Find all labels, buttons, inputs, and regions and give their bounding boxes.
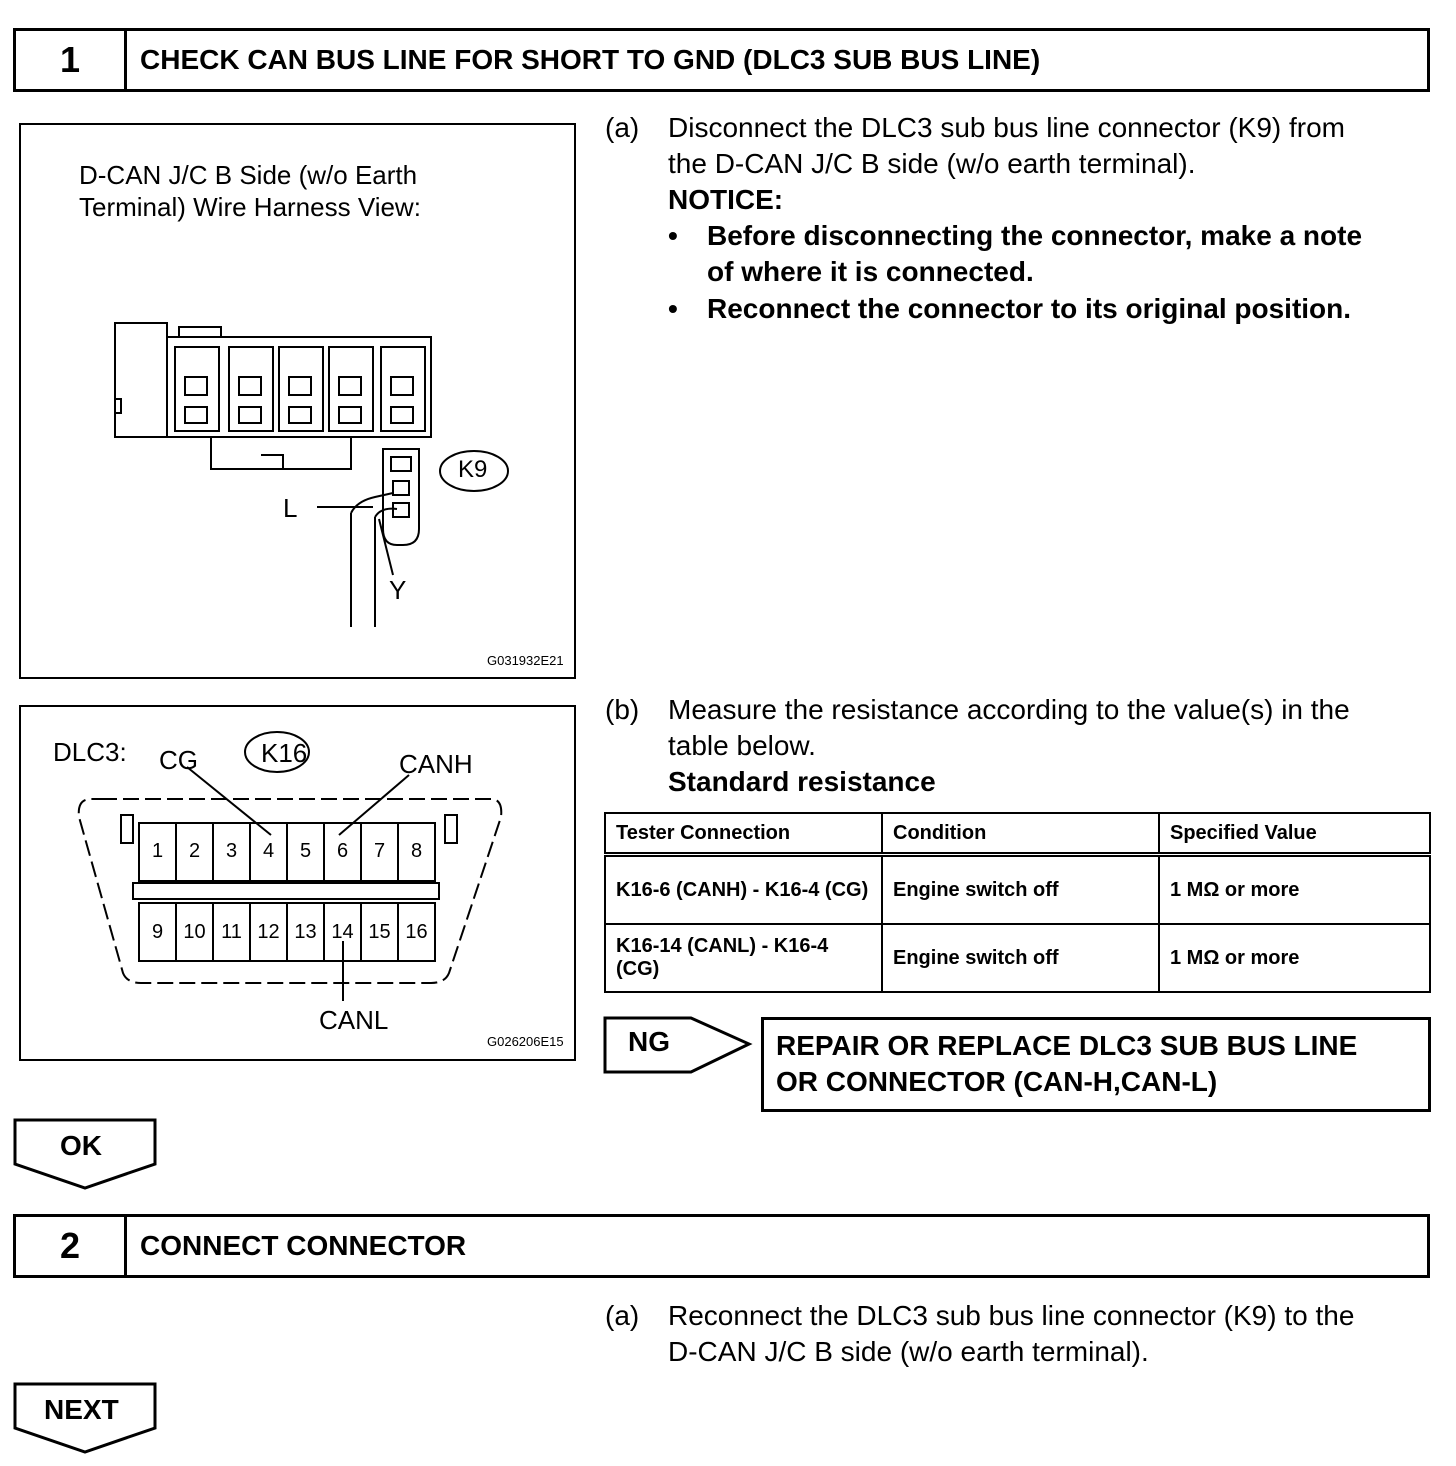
resistance-table: Tester Connection Condition Specified Va… — [604, 812, 1431, 993]
pin-9: 9 — [151, 921, 164, 943]
step-title: CONNECT CONNECTOR — [140, 1230, 467, 1261]
step2-a-line1: Reconnect the DLC3 sub bus line connecto… — [668, 1300, 1355, 1331]
pin-1: 1 — [151, 840, 164, 862]
pin-15: 15 — [368, 921, 391, 943]
wire-y-label: Y — [389, 575, 407, 605]
table-header-cell: Specified Value — [1158, 812, 1431, 857]
step-number: 1 — [16, 31, 127, 89]
step1-a-line2: the D-CAN J/C B side (w/o earth terminal… — [668, 148, 1196, 179]
ok-arrow-icon — [13, 1118, 157, 1190]
table-cell: K16-14 (CANL) - K16-4 (CG) — [604, 923, 883, 993]
pin-3: 3 — [225, 840, 238, 862]
ng-result-box: REPAIR OR REPLACE DLC3 SUB BUS LINE OR C… — [761, 1017, 1431, 1112]
table-cell: 1 MΩ or more — [1158, 923, 1431, 993]
step1-b-marker: (b) — [605, 694, 640, 725]
pin-7: 7 — [373, 840, 386, 862]
figure-code: G026206E15 — [487, 1034, 564, 1049]
canl-label: CANL — [319, 1005, 389, 1035]
jc-connector-drawing — [114, 322, 509, 627]
step2-a-marker: (a) — [605, 1300, 640, 1331]
pin-5: 5 — [299, 840, 312, 862]
k9-label: K9 — [458, 456, 488, 483]
notice-bullet2: Reconnect the connector to its original … — [707, 293, 1352, 324]
table-header-row: Tester Connection Condition Specified Va… — [604, 812, 1431, 857]
k16-label: K16 — [261, 738, 308, 768]
figure-code: G031932E21 — [487, 653, 564, 668]
wire-l-label: L — [283, 493, 298, 523]
pin-2: 2 — [188, 840, 201, 862]
table-row: K16-14 (CANL) - K16-4 (CG) Engine switch… — [604, 923, 1431, 993]
pin-10: 10 — [183, 921, 206, 943]
pin-13: 13 — [294, 921, 317, 943]
step-title: CHECK CAN BUS LINE FOR SHORT TO GND (DLC… — [140, 44, 1041, 75]
ng-label[interactable]: NG — [628, 1026, 670, 1057]
bullet-icon: • — [668, 293, 678, 324]
pin-11: 11 — [221, 921, 242, 943]
pin-12: 12 — [257, 921, 280, 943]
pin-14: 14 — [331, 921, 354, 943]
step-2-header: 2 CONNECT CONNECTOR — [13, 1214, 1430, 1278]
next-arrow-icon — [13, 1382, 157, 1454]
step1-b-line2: table below. — [668, 730, 816, 761]
pin-8: 8 — [410, 840, 423, 862]
table-cell: Engine switch off — [881, 923, 1160, 993]
figure-caption-line1: D-CAN J/C B Side (w/o Earth — [79, 160, 418, 190]
step2-a-line2: D-CAN J/C B side (w/o earth terminal). — [668, 1336, 1149, 1367]
table-cell: Engine switch off — [881, 853, 1160, 925]
pin-4: 4 — [262, 840, 275, 862]
figure-caption-line2: Terminal) Wire Harness View: — [79, 192, 421, 222]
pin-16: 16 — [405, 921, 428, 943]
ng-arrow-icon — [603, 1016, 753, 1074]
dlc3-drawing — [77, 731, 503, 1001]
step1-b-line1: Measure the resistance according to the … — [668, 694, 1350, 725]
notice-bullet1-line2: of where it is connected. — [707, 256, 1034, 287]
bullet-icon: • — [668, 220, 678, 251]
table-cell: 1 MΩ or more — [1158, 853, 1431, 925]
notice-bullet1-line1: Before disconnecting the connector, make… — [707, 220, 1363, 251]
canh-label: CANH — [399, 749, 473, 779]
pin-6: 6 — [336, 840, 349, 862]
ng-result-line1: REPAIR OR REPLACE DLC3 SUB BUS LINE — [776, 1030, 1358, 1061]
notice-title: NOTICE: — [668, 184, 784, 215]
next-label[interactable]: NEXT — [44, 1394, 119, 1425]
figure-jc-connector: D-CAN J/C B Side (w/o Earth Terminal) Wi… — [19, 123, 576, 679]
table-header-cell: Tester Connection — [604, 812, 883, 857]
step-1-header: 1 CHECK CAN BUS LINE FOR SHORT TO GND (D… — [13, 28, 1430, 92]
table-cell: K16-6 (CANH) - K16-4 (CG) — [604, 853, 883, 925]
step1-a-line1: Disconnect the DLC3 sub bus line connect… — [668, 112, 1345, 143]
dlc3-title: DLC3: — [53, 737, 127, 767]
table-row: K16-6 (CANH) - K16-4 (CG) Engine switch … — [604, 853, 1431, 925]
ng-result-line2: OR CONNECTOR (CAN-H,CAN-L) — [776, 1066, 1218, 1097]
table-header-cell: Condition — [881, 812, 1160, 857]
step1-a-marker: (a) — [605, 112, 640, 143]
standard-resistance-title: Standard resistance — [668, 766, 936, 797]
step-number: 2 — [16, 1217, 127, 1275]
ok-label[interactable]: OK — [60, 1130, 102, 1161]
